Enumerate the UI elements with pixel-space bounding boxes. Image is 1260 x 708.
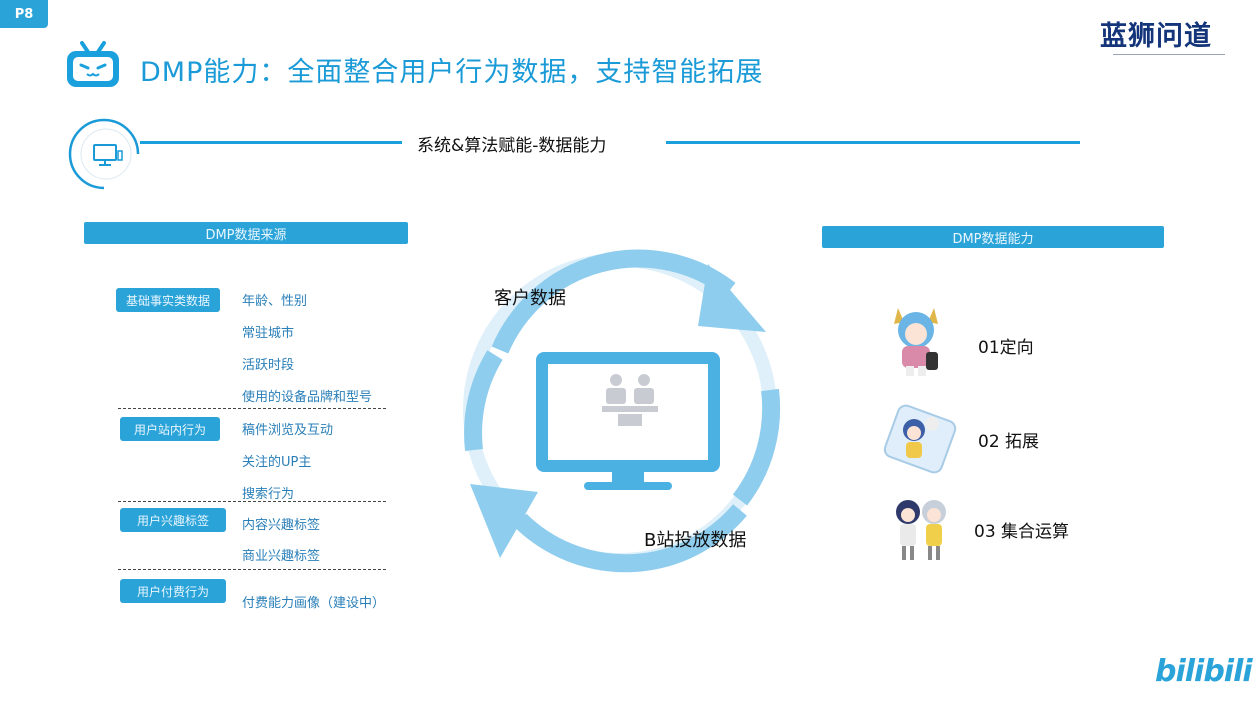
divider bbox=[118, 408, 386, 409]
brand-logo: 蓝狮问道 bbox=[1100, 21, 1212, 52]
section-line-left bbox=[140, 141, 402, 144]
mascot-duo-icon bbox=[896, 500, 946, 560]
section-title: 系统&算法赋能-数据能力 bbox=[417, 136, 607, 156]
dmp-sources-header: DMP数据来源 bbox=[84, 222, 408, 244]
capability-targeting: 01定向 bbox=[978, 338, 1034, 358]
bilibili-logo: bilibili bbox=[1155, 654, 1253, 689]
data-cycle-diagram bbox=[463, 249, 781, 573]
mascot-character-icon bbox=[894, 308, 938, 376]
list-item: 常驻城市 bbox=[242, 326, 295, 341]
page-number-badge: P8 bbox=[0, 0, 48, 28]
divider bbox=[118, 501, 386, 502]
brand-underline bbox=[1113, 54, 1225, 59]
tag-payment-behavior: 用户付费行为 bbox=[120, 579, 226, 603]
list-item: 商业兴趣标签 bbox=[242, 549, 321, 564]
list-item: 使用的设备品牌和型号 bbox=[242, 390, 373, 405]
tag-interest-labels: 用户兴趣标签 bbox=[120, 508, 226, 532]
list-item: 搜索行为 bbox=[242, 487, 295, 502]
tag-onsite-behavior: 用户站内行为 bbox=[120, 417, 220, 441]
list-item: 关注的UP主 bbox=[242, 455, 312, 470]
cycle-label-bilibili-data: B站投放数据 bbox=[644, 530, 747, 551]
list-item: 稿件浏览及互动 bbox=[242, 423, 334, 438]
list-item: 内容兴趣标签 bbox=[242, 518, 321, 533]
list-item: 付费能力画像（建设中） bbox=[242, 596, 386, 611]
cycle-label-client-data: 客户数据 bbox=[494, 288, 566, 309]
capability-set-operations: 03 集合运算 bbox=[974, 522, 1070, 542]
list-item: 年龄、性别 bbox=[242, 294, 308, 309]
tag-basic-facts: 基础事实类数据 bbox=[116, 288, 220, 312]
list-item: 活跃时段 bbox=[242, 358, 295, 373]
page-title: DMP能力：全面整合用户行为数据，支持智能拓展 bbox=[140, 57, 764, 88]
mascot-phone-icon bbox=[883, 404, 957, 474]
divider bbox=[118, 569, 386, 570]
section-line-right bbox=[666, 141, 1080, 144]
tv-mascot-icon bbox=[67, 41, 119, 87]
capability-expansion: 02 拓展 bbox=[978, 432, 1040, 452]
monitor-circle-icon bbox=[68, 118, 140, 190]
dmp-capability-header: DMP数据能力 bbox=[822, 226, 1164, 248]
